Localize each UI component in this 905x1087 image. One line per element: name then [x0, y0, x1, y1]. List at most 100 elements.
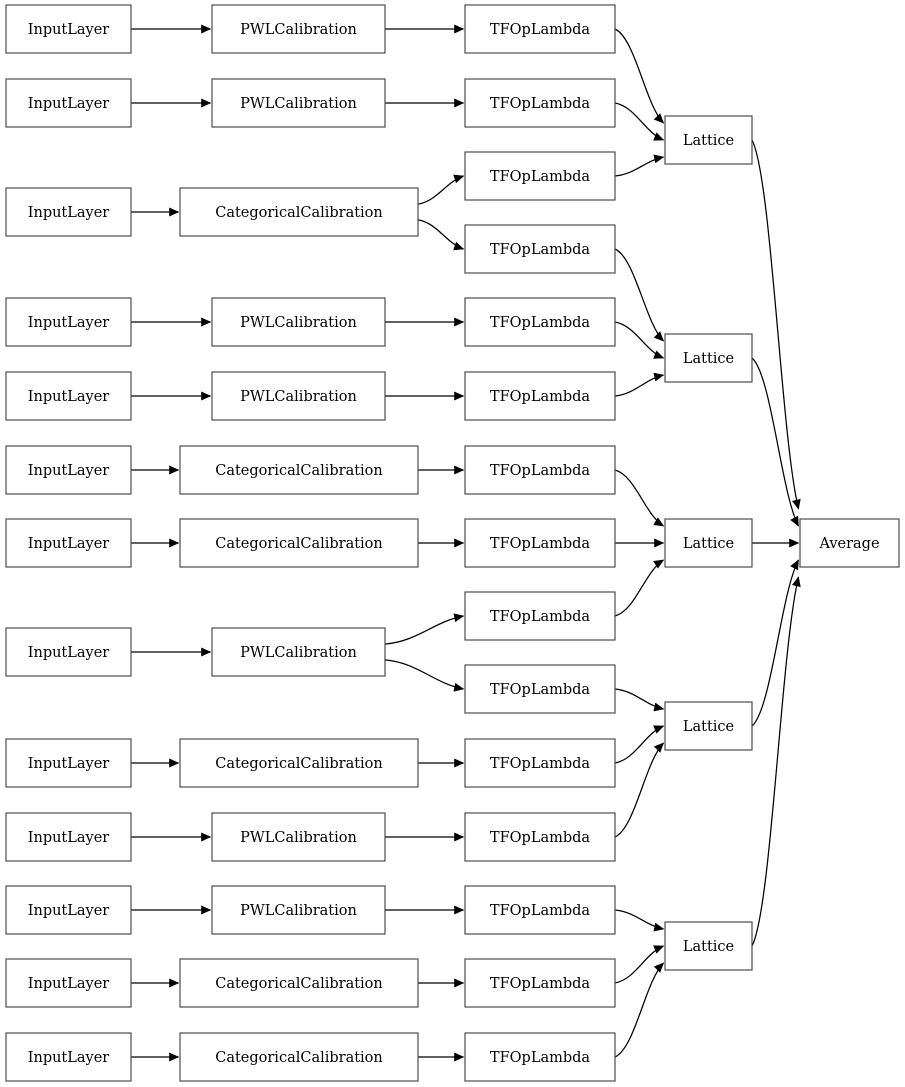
node-inputlayer-in5[interactable]: InputLayer	[5, 371, 132, 421]
node-box[interactable]	[464, 4, 616, 54]
node-box[interactable]	[464, 78, 616, 128]
node-box[interactable]	[5, 4, 132, 54]
edge-arrowhead	[454, 465, 465, 475]
node-box[interactable]	[179, 445, 419, 495]
node-tfoplambda-op15[interactable]: TFOpLambda	[464, 1032, 616, 1082]
node-categoricalcalibration-cal13[interactable]: CategoricalCalibration	[179, 1032, 419, 1082]
node-tfoplambda-op4[interactable]: TFOpLambda	[464, 224, 616, 274]
node-box[interactable]	[464, 1032, 616, 1082]
node-tfoplambda-op11[interactable]: TFOpLambda	[464, 738, 616, 788]
node-box[interactable]	[5, 958, 132, 1008]
node-average-avg[interactable]: Average	[799, 518, 900, 568]
node-box[interactable]	[5, 445, 132, 495]
node-box[interactable]	[464, 371, 616, 421]
node-tfoplambda-op6[interactable]: TFOpLambda	[464, 371, 616, 421]
node-pwlcalibration-cal8[interactable]: PWLCalibration	[211, 627, 386, 677]
node-tfoplambda-op2[interactable]: TFOpLambda	[464, 78, 616, 128]
edge-lat4-to-avg	[751, 559, 800, 727]
edge-arrowhead	[454, 832, 465, 842]
node-inputlayer-in1[interactable]: InputLayer	[5, 4, 132, 54]
node-box[interactable]	[211, 78, 386, 128]
node-box[interactable]	[464, 885, 616, 935]
node-box[interactable]	[464, 738, 616, 788]
node-box[interactable]	[464, 812, 616, 862]
node-tfoplambda-op14[interactable]: TFOpLambda	[464, 958, 616, 1008]
node-box[interactable]	[664, 333, 753, 383]
node-tfoplambda-op7[interactable]: TFOpLambda	[464, 445, 616, 495]
node-lattice-lat2[interactable]: Lattice	[664, 333, 753, 383]
node-box[interactable]	[5, 812, 132, 862]
node-categoricalcalibration-cal9[interactable]: CategoricalCalibration	[179, 738, 419, 788]
node-inputlayer-in10[interactable]: InputLayer	[5, 812, 132, 862]
node-box[interactable]	[464, 224, 616, 274]
node-categoricalcalibration-cal3[interactable]: CategoricalCalibration	[179, 187, 419, 237]
node-box[interactable]	[464, 297, 616, 347]
node-box[interactable]	[179, 958, 419, 1008]
node-box[interactable]	[464, 445, 616, 495]
node-box[interactable]	[211, 4, 386, 54]
node-box[interactable]	[211, 627, 386, 677]
node-box[interactable]	[5, 297, 132, 347]
node-pwlcalibration-cal4[interactable]: PWLCalibration	[211, 297, 386, 347]
node-box[interactable]	[664, 921, 753, 971]
node-box[interactable]	[799, 518, 900, 568]
node-inputlayer-in6[interactable]: InputLayer	[5, 445, 132, 495]
node-inputlayer-in13[interactable]: InputLayer	[5, 1032, 132, 1082]
node-lattice-lat1[interactable]: Lattice	[664, 115, 753, 165]
node-box[interactable]	[5, 371, 132, 421]
node-tfoplambda-op8[interactable]: TFOpLambda	[464, 518, 616, 568]
node-lattice-lat4[interactable]: Lattice	[664, 701, 753, 751]
node-box[interactable]	[5, 627, 132, 677]
node-box[interactable]	[664, 115, 753, 165]
node-box[interactable]	[464, 151, 616, 201]
node-box[interactable]	[5, 1032, 132, 1082]
node-inputlayer-in7[interactable]: InputLayer	[5, 518, 132, 568]
node-tfoplambda-op1[interactable]: TFOpLambda	[464, 4, 616, 54]
node-inputlayer-in9[interactable]: InputLayer	[5, 738, 132, 788]
node-box[interactable]	[5, 518, 132, 568]
node-box[interactable]	[464, 958, 616, 1008]
node-lattice-lat5[interactable]: Lattice	[664, 921, 753, 971]
node-box[interactable]	[211, 371, 386, 421]
node-categoricalcalibration-cal7[interactable]: CategoricalCalibration	[179, 518, 419, 568]
node-tfoplambda-op10[interactable]: TFOpLambda	[464, 664, 616, 714]
node-box[interactable]	[179, 738, 419, 788]
edge-arrowhead	[201, 98, 212, 108]
node-box[interactable]	[179, 1032, 419, 1082]
node-categoricalcalibration-cal12[interactable]: CategoricalCalibration	[179, 958, 419, 1008]
node-tfoplambda-op9[interactable]: TFOpLambda	[464, 591, 616, 641]
edge-arrowhead	[169, 465, 180, 475]
node-box[interactable]	[664, 518, 753, 568]
node-box[interactable]	[5, 187, 132, 237]
node-box[interactable]	[179, 518, 419, 568]
node-inputlayer-in11[interactable]: InputLayer	[5, 885, 132, 935]
node-box[interactable]	[179, 187, 419, 237]
node-tfoplambda-op12[interactable]: TFOpLambda	[464, 812, 616, 862]
node-pwlcalibration-cal11[interactable]: PWLCalibration	[211, 885, 386, 935]
node-inputlayer-in4[interactable]: InputLayer	[5, 297, 132, 347]
node-inputlayer-in3[interactable]: InputLayer	[5, 187, 132, 237]
node-inputlayer-in2[interactable]: InputLayer	[5, 78, 132, 128]
node-inputlayer-in12[interactable]: InputLayer	[5, 958, 132, 1008]
node-box[interactable]	[5, 738, 132, 788]
node-tfoplambda-op5[interactable]: TFOpLambda	[464, 297, 616, 347]
node-lattice-lat3[interactable]: Lattice	[664, 518, 753, 568]
node-box[interactable]	[5, 885, 132, 935]
edge-op1-to-lat1	[614, 28, 664, 124]
node-pwlcalibration-cal2[interactable]: PWLCalibration	[211, 78, 386, 128]
node-box[interactable]	[664, 701, 753, 751]
node-pwlcalibration-cal5[interactable]: PWLCalibration	[211, 371, 386, 421]
node-categoricalcalibration-cal6[interactable]: CategoricalCalibration	[179, 445, 419, 495]
node-box[interactable]	[211, 812, 386, 862]
node-pwlcalibration-cal1[interactable]: PWLCalibration	[211, 4, 386, 54]
node-box[interactable]	[211, 885, 386, 935]
node-box[interactable]	[464, 591, 616, 641]
node-box[interactable]	[211, 297, 386, 347]
node-tfoplambda-op3[interactable]: TFOpLambda	[464, 151, 616, 201]
node-pwlcalibration-cal10[interactable]: PWLCalibration	[211, 812, 386, 862]
node-inputlayer-in8[interactable]: InputLayer	[5, 627, 132, 677]
node-box[interactable]	[464, 518, 616, 568]
node-tfoplambda-op13[interactable]: TFOpLambda	[464, 885, 616, 935]
node-box[interactable]	[464, 664, 616, 714]
node-box[interactable]	[5, 78, 132, 128]
